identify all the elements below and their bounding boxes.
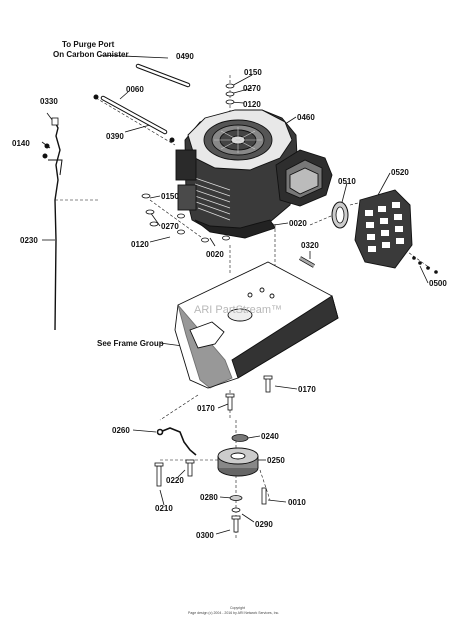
leader-line <box>241 513 255 523</box>
engine-assembly <box>175 109 333 239</box>
frame-bolts <box>225 375 273 411</box>
callout-0150-top[interactable]: 0150 <box>244 68 262 77</box>
callout-0020-right[interactable]: 0020 <box>289 219 307 228</box>
callout-0060[interactable]: 0060 <box>126 85 144 94</box>
callout-0270-top[interactable]: 0270 <box>243 84 261 93</box>
callout-0460[interactable]: 0460 <box>297 113 315 122</box>
footer-copyright: Copyright <box>230 606 245 610</box>
leader-line <box>419 265 429 284</box>
callout-0010[interactable]: 0010 <box>288 498 306 507</box>
callout-0230[interactable]: 0230 <box>20 236 38 245</box>
callout-0120-top[interactable]: 0120 <box>243 100 261 109</box>
fitting-0320 <box>299 256 315 268</box>
filter-screws <box>412 256 438 274</box>
footer-page-design: Page design (c) 2004 - 2016 by ARI Netwo… <box>188 611 280 615</box>
drive-pulley <box>217 447 259 477</box>
leader-line <box>247 435 261 439</box>
leader-line <box>273 222 289 226</box>
leader-line <box>209 237 216 247</box>
callout-0220[interactable]: 0220 <box>166 476 184 485</box>
callout-0150-mid[interactable]: 0150 <box>161 192 179 201</box>
pulley-bracket <box>156 427 197 456</box>
note-purge-port: To Purge Port <box>62 40 115 49</box>
leader-line <box>217 403 229 409</box>
assembly-line <box>159 394 199 421</box>
callout-0250[interactable]: 0250 <box>267 456 285 465</box>
leader-line <box>274 385 298 390</box>
leader-line <box>124 124 151 133</box>
purge-hose <box>135 63 191 88</box>
callout-0210[interactable]: 0210 <box>155 504 173 513</box>
callout-0520[interactable]: 0520 <box>391 168 409 177</box>
assembly-line <box>404 249 431 269</box>
note-see-frame-group: See Frame Group <box>97 339 164 348</box>
leader-line <box>149 195 161 199</box>
pulley-fasteners <box>229 487 267 533</box>
note-carbon-canister: On Carbon Canister <box>53 50 129 59</box>
callout-0120-mid[interactable]: 0120 <box>131 240 149 249</box>
leader-line <box>215 529 231 535</box>
leader-line <box>377 172 391 196</box>
bracket-bolts <box>154 459 195 487</box>
frame-plate <box>174 261 339 389</box>
air-filter-ring <box>331 201 349 229</box>
callout-0320[interactable]: 0320 <box>301 241 319 250</box>
leader-line <box>267 499 287 503</box>
callout-0300[interactable]: 0300 <box>196 531 214 540</box>
leader-line <box>177 469 186 478</box>
callout-0240[interactable]: 0240 <box>261 432 279 441</box>
callout-0270-mid[interactable]: 0270 <box>161 222 179 231</box>
callout-0510[interactable]: 0510 <box>338 177 356 186</box>
callout-0280[interactable]: 0280 <box>200 493 218 502</box>
washer-0240 <box>231 434 249 442</box>
air-filter-cover <box>354 189 413 269</box>
throttle-cable <box>42 117 63 331</box>
callout-0020-left[interactable]: 0020 <box>206 250 224 259</box>
callout-0330[interactable]: 0330 <box>40 97 58 106</box>
leader-line <box>119 91 129 100</box>
assembly-line <box>149 199 206 241</box>
callout-0170-right[interactable]: 0170 <box>298 385 316 394</box>
callout-0260[interactable]: 0260 <box>112 426 130 435</box>
leader-line <box>159 489 165 506</box>
assembly-line <box>95 97 176 146</box>
callout-0290[interactable]: 0290 <box>255 520 273 529</box>
callout-0140[interactable]: 0140 <box>12 139 30 148</box>
callout-0390[interactable]: 0390 <box>106 132 124 141</box>
leader-line <box>132 429 157 433</box>
watermark: ARI PartStream™ <box>194 304 283 316</box>
callout-0490[interactable]: 0490 <box>176 52 194 61</box>
callout-0500[interactable]: 0500 <box>429 279 447 288</box>
assembly-line <box>259 469 271 501</box>
leader-line <box>99 54 169 59</box>
callout-0170-left[interactable]: 0170 <box>197 404 215 413</box>
vent-hose <box>93 94 175 143</box>
leader-line <box>149 236 171 243</box>
